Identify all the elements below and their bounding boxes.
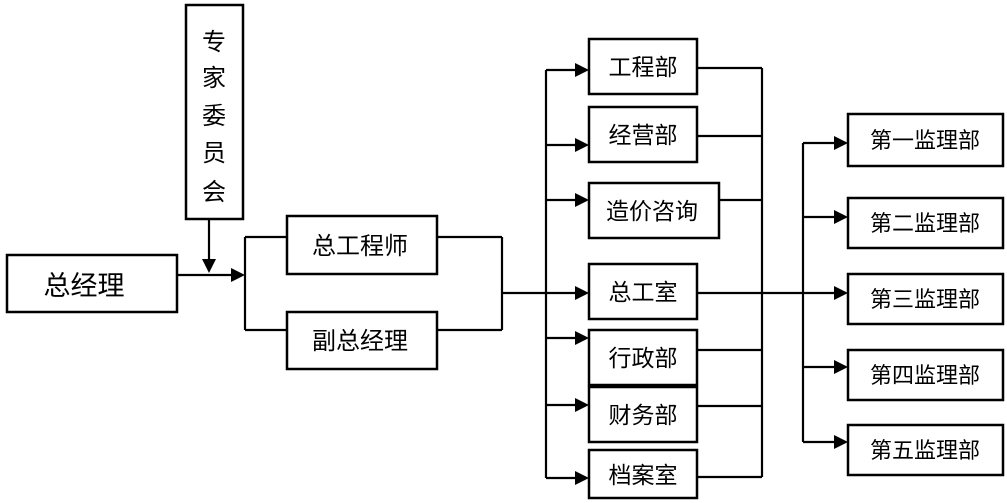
node-supervision-4: 第四监理部: [846, 348, 1005, 402]
node-label: 第三监理部: [870, 288, 980, 313]
node-general-manager: 总经理: [5, 253, 179, 314]
node-label: 总工程师: [312, 232, 408, 260]
node-label: 行政部: [609, 346, 678, 372]
node-label: 财务部: [609, 403, 678, 429]
node-supervision-3: 第三监理部: [846, 272, 1005, 326]
node-supervision-1: 第一监理部: [846, 112, 1005, 168]
node-label: 总经理: [44, 271, 125, 302]
node-label: 造价咨询: [606, 199, 698, 225]
node-operations-dept: 经营部: [587, 105, 699, 164]
node-label-char: 员: [202, 139, 226, 167]
node-chief-engineer: 总工程师: [285, 214, 439, 276]
node-label: 经营部: [609, 123, 678, 149]
node-label: 档案室: [609, 463, 678, 489]
node-label: 工程部: [609, 55, 678, 81]
node-label: 第四监理部: [870, 364, 980, 389]
node-label: 副总经理: [312, 327, 408, 355]
node-general-office: 总工室: [587, 262, 699, 321]
node-label: 第五监理部: [870, 439, 980, 464]
node-supervision-2: 第二监理部: [846, 196, 1005, 250]
node-label: 第二监理部: [870, 212, 980, 237]
node-archives: 档案室: [587, 448, 699, 500]
node-label: 总工室: [609, 280, 678, 306]
node-deputy-general-manager: 副总经理: [285, 310, 439, 371]
node-expert-committee: 专 家 委 员 会: [184, 3, 245, 221]
node-label-char: 家: [202, 64, 226, 92]
node-engineering-dept: 工程部: [587, 37, 699, 96]
connectors: [178, 63, 848, 485]
node-label-char: 专: [202, 28, 226, 56]
node-label-char: 委: [202, 102, 226, 130]
node-finance-dept: 财务部: [587, 385, 699, 444]
node-administration-dept: 行政部: [587, 328, 699, 387]
node-label-char: 会: [202, 178, 226, 206]
node-cost-consulting: 造价咨询: [587, 181, 721, 240]
node-supervision-5: 第五监理部: [846, 423, 1005, 477]
node-label: 第一监理部: [870, 129, 980, 154]
